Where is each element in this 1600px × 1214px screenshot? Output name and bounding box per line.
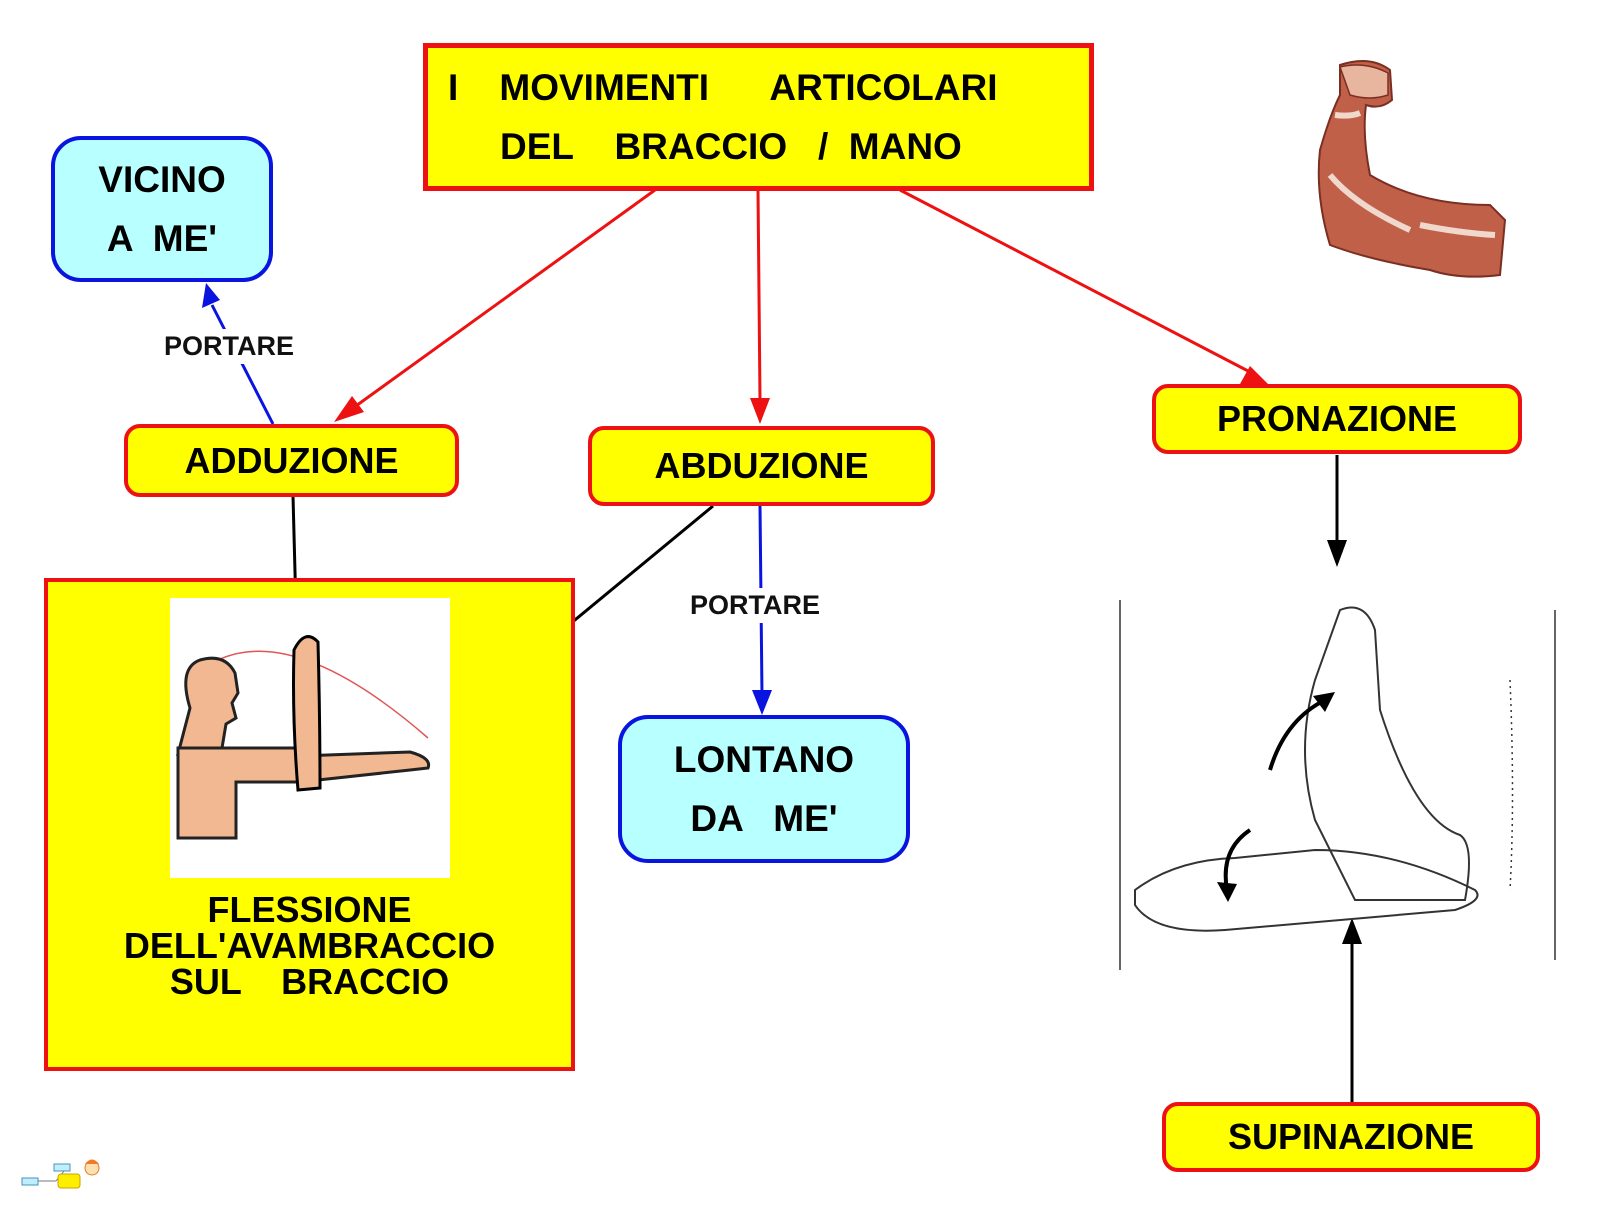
arrowhead-pronazione (1240, 366, 1268, 384)
main-title-box: I MOVIMENTI ARTICOLARI DEL BRACCIO / MAN… (423, 43, 1094, 191)
arm-muscle-illustration (1317, 60, 1507, 278)
forearm-rotation-drawing (1119, 600, 1556, 970)
link-title-pronazione (899, 188, 1251, 374)
link-title-abduzione (756, 189, 762, 401)
flessione-line-1: FLESSIONE (207, 889, 412, 930)
concept-adduzione[interactable]: ADDUZIONE (124, 424, 459, 497)
flessione-line-3: SUL BRACCIO (169, 961, 450, 1002)
concept-flessione-box[interactable]: FLESSIONE DELL'AVAMBRACCIO SUL BRACCIO (44, 578, 575, 1071)
flessione-text: FLESSIONE DELL'AVAMBRACCIO SUL BRACCIO (48, 892, 571, 1000)
arm-flexion-image (170, 598, 450, 878)
title-line-1: I MOVIMENTI ARTICOLARI (448, 67, 998, 108)
lontano-line-2: DA ME' (690, 798, 838, 839)
flessione-line-2: DELL'AVAMBRACCIO (123, 925, 496, 966)
link-label-portare-vicino: PORTARE (160, 329, 299, 364)
supinazione-label: SUPINAZIONE (1227, 1116, 1475, 1157)
vicino-line-2: A ME' (106, 218, 218, 259)
arrowhead-lontano (752, 690, 772, 715)
pronazione-label: PRONAZIONE (1216, 398, 1457, 439)
abduzione-label: ABDUZIONE (654, 445, 869, 486)
title-line-2: DEL BRACCIO / MANO (500, 126, 962, 167)
vicino-line-1: VICINO (98, 159, 226, 200)
concept-supinazione[interactable]: SUPINAZIONE (1162, 1102, 1540, 1172)
concept-vicino-a-me[interactable]: VICINO A ME' (51, 136, 273, 282)
link-adduzione-vicino (210, 304, 275, 425)
concept-lontano-da-me[interactable]: LONTANO DA ME' (618, 715, 910, 863)
lontano-line-1: LONTANO (673, 739, 855, 780)
arrowhead-supinazione-up (1342, 918, 1362, 944)
concept-pronazione[interactable]: PRONAZIONE (1152, 384, 1522, 454)
arrowhead-abduzione (750, 398, 770, 424)
link-label-portare-lontano: PORTARE (686, 588, 825, 623)
arrowhead-vicino (202, 283, 220, 308)
arrowhead-adduzione (334, 396, 364, 422)
link-title-adduzione (341, 188, 656, 418)
arrowhead-pronazione-down (1327, 540, 1347, 567)
cmap-logo-icon (21, 1159, 100, 1189)
adduzione-label: ADDUZIONE (184, 439, 399, 481)
arm-flexion-illustration (175, 635, 431, 840)
concept-abduzione[interactable]: ABDUZIONE (588, 426, 935, 506)
